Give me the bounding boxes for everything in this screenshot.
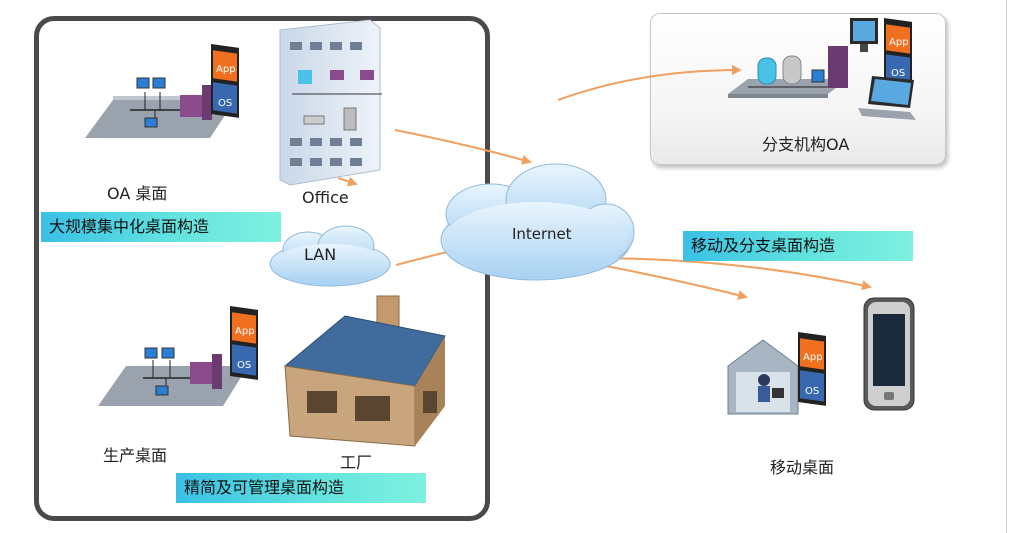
os-badge-text: OS [237,360,251,371]
mobile-desktop-label: 移动桌面 [770,458,835,477]
app-os-badge-icon: App OS [211,44,239,118]
right-edge-line [1006,0,1007,533]
network-icon [85,77,235,138]
office-label: Office [302,188,349,207]
app-os-badge-icon: App OS [798,332,826,406]
laptop-icon [858,76,916,120]
app-badge-text: App [216,64,236,75]
app-os-badge-icon: App OS [230,306,258,380]
home-user-icon [727,339,799,415]
monitor-icon [850,18,878,52]
office-building-icon [279,19,382,186]
arrow-office-lan [337,176,358,187]
oa-desktop-label: OA 桌面 [107,184,168,203]
arrow-office-internet [394,129,532,165]
large-scale-desktop-band: 大规模集中化桌面构造 [41,212,281,242]
internet-label: Internet [512,225,572,243]
app-badge-text: App [889,37,909,48]
cloud-icon [440,163,635,281]
app-os-badge-icon: App OS [884,18,912,88]
cloud-icon [269,225,391,287]
os-badge-text: OS [891,68,905,79]
server-icon [728,46,848,98]
app-badge-text: App [803,352,823,363]
factory-label: 工厂 [340,453,373,472]
mobile-phone-icon [863,297,915,411]
os-badge-text: OS [218,98,232,109]
arrow-to-branch [557,65,742,101]
arrow-to-mobile-phone [584,257,872,291]
lan-label: LAN [304,245,337,264]
branch-oa-label: 分支机构OA [762,135,850,154]
factory-icon [283,295,446,447]
production-desktop-label: 生产桌面 [103,446,168,465]
streamlined-desktop-band: 精简及可管理桌面构造 [176,473,426,503]
arrow-to-home [584,261,748,300]
mobile-branch-desktop-band: 移动及分支桌面构造 [683,231,913,261]
network-icon [98,347,248,406]
app-badge-text: App [235,326,255,337]
os-badge-text: OS [805,386,819,397]
